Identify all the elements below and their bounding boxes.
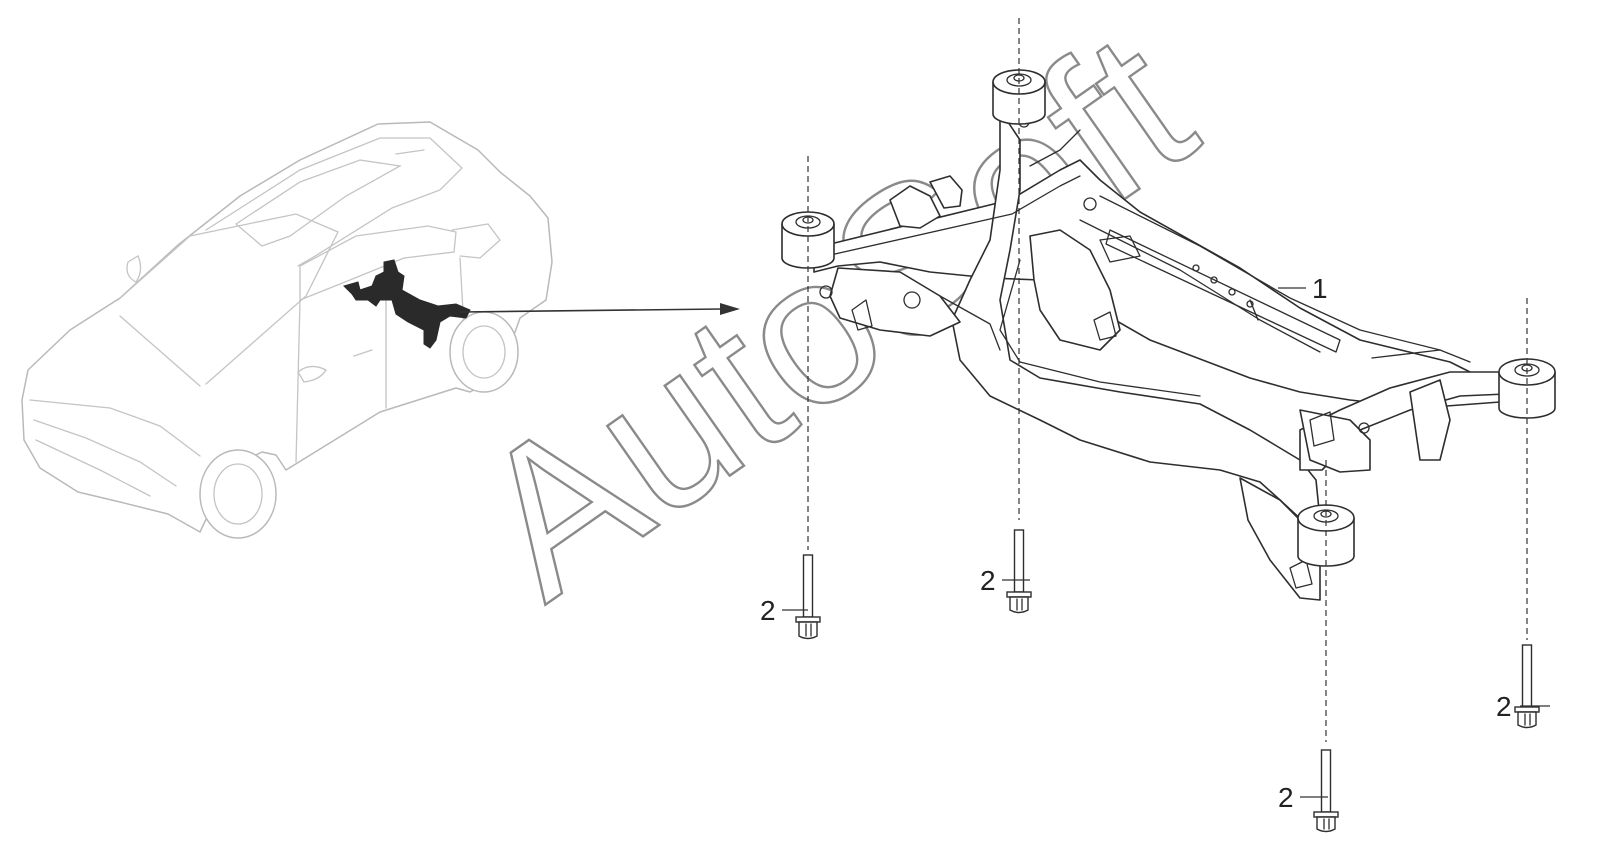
callout-2-label-b: 2	[980, 565, 996, 596]
callout-2-label-d: 2	[1278, 782, 1294, 813]
bolt-c	[1514, 644, 1540, 729]
callout-2-label-a: 2	[760, 595, 776, 626]
callout-1-label: 1	[1312, 273, 1328, 304]
bolt-a	[795, 554, 821, 640]
location-arrow	[459, 303, 740, 315]
vehicle-locator-illustration	[21, 121, 553, 539]
callout-2-label-c: 2	[1496, 691, 1512, 722]
bolt-d	[1313, 749, 1339, 833]
rear-subframe-part-1	[813, 109, 1507, 601]
subframe-location-highlight	[343, 259, 471, 349]
bolt-b	[1006, 529, 1032, 614]
